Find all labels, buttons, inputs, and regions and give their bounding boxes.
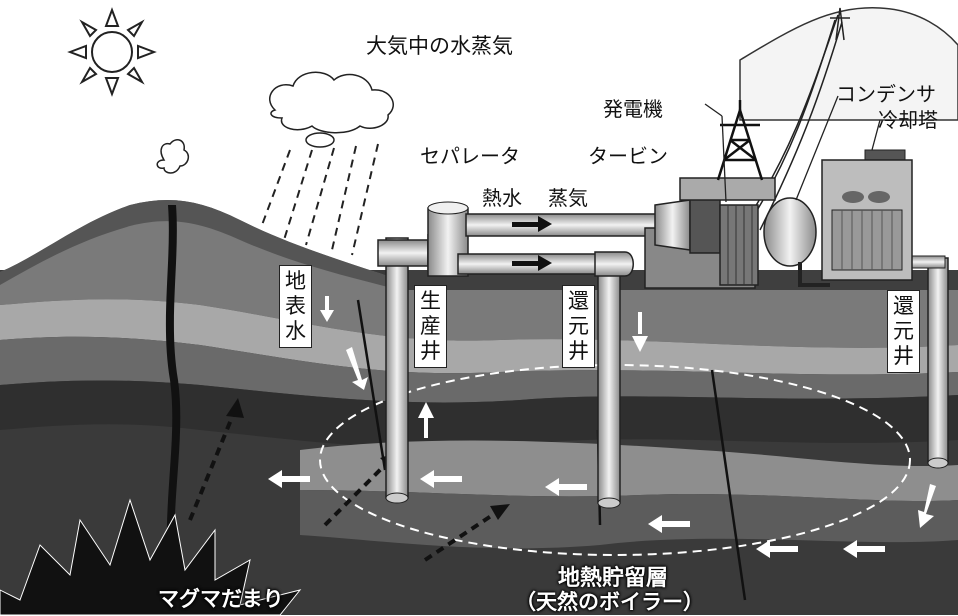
steam-pipe bbox=[465, 213, 662, 237]
hot-water-pipe bbox=[457, 251, 634, 277]
surface-water-label: 地 表 水 bbox=[279, 265, 312, 348]
sun-icon bbox=[67, 7, 157, 97]
transmission-tower bbox=[716, 100, 764, 181]
reinjection-well-center bbox=[597, 267, 621, 509]
leader-lines bbox=[704, 95, 881, 203]
magma-chamber-label: マグマだまり bbox=[158, 587, 284, 611]
distant-pylon bbox=[830, 7, 850, 41]
reservoir-label-line1: 地熱貯留層 bbox=[558, 566, 669, 591]
groundwater-flow-arrows bbox=[268, 296, 936, 558]
volcano-vent bbox=[156, 139, 190, 585]
hot-water-label: 熱水 bbox=[482, 186, 522, 210]
cooling-tower bbox=[821, 149, 913, 281]
cooling-tower-label: 冷却塔 bbox=[878, 108, 938, 132]
rain-lines bbox=[261, 143, 379, 256]
reinjection-well-label-right: 還 元 井 bbox=[887, 290, 920, 373]
reinjection-well-label-center: 還 元 井 bbox=[562, 285, 595, 368]
distant-mountain bbox=[739, 7, 958, 121]
condenser-label: コンデンサ bbox=[836, 82, 936, 106]
cloud-icon bbox=[269, 71, 394, 148]
production-well bbox=[385, 237, 409, 504]
steam-label: 蒸気 bbox=[548, 186, 588, 210]
magma-chamber-shape bbox=[0, 498, 302, 615]
condenser-vessel bbox=[763, 197, 830, 287]
production-well-label: 生 産 井 bbox=[414, 285, 447, 368]
generator-label: 発電機 bbox=[603, 97, 663, 121]
turbine-label: タービン bbox=[588, 144, 668, 168]
reinjection-well-right bbox=[904, 255, 949, 469]
turbine-generator bbox=[644, 177, 776, 289]
surface-water-arrow bbox=[346, 347, 368, 390]
separator-label: セパレータ bbox=[420, 144, 520, 168]
heat-flow-arrows bbox=[188, 409, 502, 562]
reservoir-label-line2: （天然のボイラー） bbox=[515, 590, 704, 614]
title-label: 大気中の水蒸気 bbox=[366, 34, 513, 58]
